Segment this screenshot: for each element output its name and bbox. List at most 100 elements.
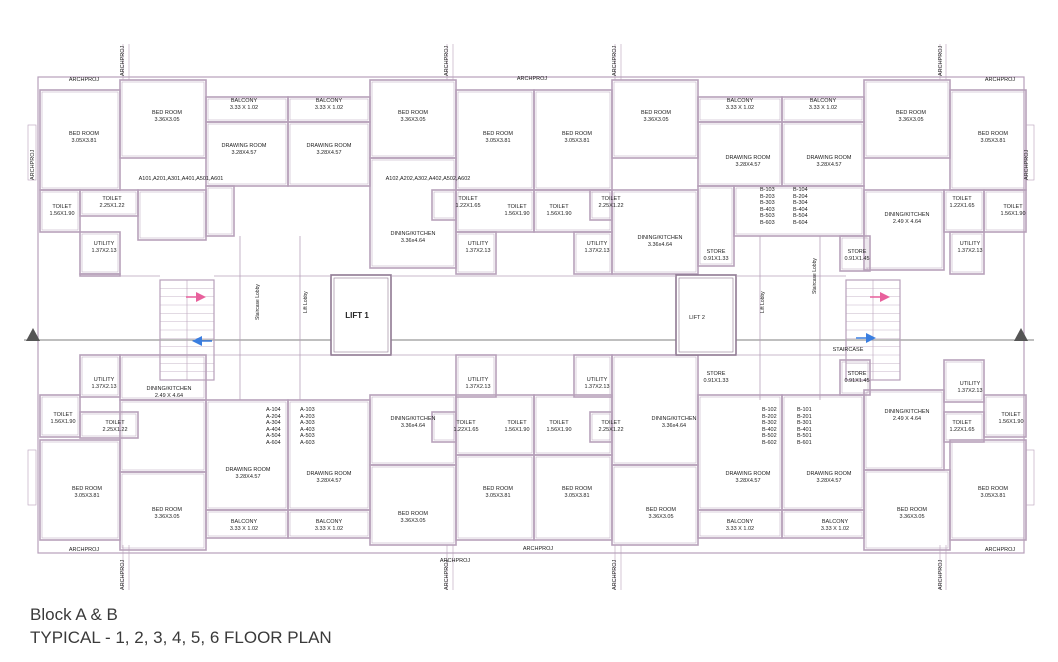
label-utility: UTILITY 1.37X2.13 [957, 381, 983, 394]
label-dining-kitchen: DINING/KITCHEN 3.36x4.64 [651, 416, 697, 429]
label-toilet: TOILET 1.56X1.90 [1000, 204, 1026, 217]
label-toilet: TOILET 1.22X1.65 [949, 196, 975, 209]
label-balcony: BALCONY 3.33 X 1.02 [314, 98, 344, 111]
label-toilet: TOILET 1.22X1.65 [455, 196, 481, 209]
room-wall [431, 411, 457, 443]
archproj-tag: ARCHPROJ [439, 558, 471, 564]
room-wall-inner [289, 98, 369, 121]
room-wall [205, 185, 235, 237]
label-drawing-room: DRAWING ROOM 3.28X4.57 [725, 471, 771, 484]
room-wall-inner [699, 187, 733, 265]
label-bed-room: BED ROOM 3.05X3.81 [72, 486, 102, 499]
room-wall-inner [865, 81, 949, 157]
label-dining-kitchen: DINING/KITCHEN 3.36x4.64 [390, 416, 436, 429]
room-wall-inner [41, 441, 119, 539]
room-wall-inner [121, 401, 205, 471]
room-wall-inner [783, 98, 863, 121]
label-balcony: BALCONY 3.33 X 1.02 [820, 519, 850, 532]
room-wall-inner [865, 471, 949, 549]
room-wall-inner [591, 191, 611, 219]
room-wall-inner [121, 356, 205, 399]
label-utility: UTILITY 1.37X2.13 [91, 241, 117, 254]
side-grid-post [1025, 124, 1035, 181]
room-wall-inner [81, 356, 119, 396]
room-wall-inner [41, 191, 79, 231]
label-lift-lobby-right: Lift Lobby [760, 291, 766, 313]
label-toilet: TOILET 1.56X1.90 [504, 420, 530, 433]
room-wall [455, 354, 497, 398]
label-dining-kitchen: DINING/KITCHEN 2.49 X 4.64 [884, 409, 930, 422]
room-wall-inner [613, 81, 697, 157]
room-wall-inner [783, 123, 863, 185]
room-wall-inner [41, 396, 79, 436]
label-toilet: TOILET 1.22X1.65 [949, 420, 975, 433]
room-wall-inner [81, 413, 137, 437]
archproj-vertical-tag: ARCHPROJ [444, 45, 450, 76]
label-drawing-room: DRAWING ROOM 3.28X4.57 [306, 143, 352, 156]
label-balcony: BALCONY 3.33 X 1.02 [725, 98, 755, 111]
label-staircase-lobby-left: Staircase Lobby [255, 284, 261, 320]
archproj-vertical-tag: ARCHPROJ [444, 559, 450, 590]
room-wall-inner [945, 191, 983, 231]
label-flats-a-top-left: A101,A201,A301,A401,A501,A601 [138, 176, 224, 182]
room-wall [369, 394, 457, 466]
label-bed-room: BED ROOM 3.36X3.05 [152, 110, 182, 123]
room-wall-inner [433, 413, 455, 441]
room-wall-inner [457, 91, 533, 189]
label-balcony: BALCONY 3.33 X 1.02 [229, 519, 259, 532]
label-toilet: TOILET 1.56X1.90 [50, 412, 76, 425]
label-drawing-room: DRAWING ROOM 3.28X4.57 [806, 155, 852, 168]
label-store: STORE 0.91X1.45 [844, 371, 870, 384]
room-wall-inner [457, 233, 495, 273]
archproj-tag: ARCHPROJ [68, 77, 100, 83]
label-toilet: TOILET 2.25X1.22 [99, 196, 125, 209]
room-wall-inner [699, 511, 781, 537]
floor-plan-drawing [24, 44, 1035, 590]
arrow-down-left [192, 336, 202, 346]
archproj-vertical-tag: ARCHPROJ [120, 45, 126, 76]
label-utility: UTILITY 1.37X2.13 [91, 377, 117, 390]
arrow-up-left [196, 292, 206, 302]
room-wall-inner [865, 191, 943, 269]
label-balcony: BALCONY 3.33 X 1.02 [725, 519, 755, 532]
label-bed-room: BED ROOM 3.05X3.81 [562, 131, 592, 144]
room-wall-inner [371, 466, 455, 544]
room-wall [839, 359, 871, 396]
label-flats-b-bottom-2: B-101 B-201 B-301 B-401 B-501 B-601 [797, 407, 812, 446]
label-drawing-room: DRAWING ROOM 3.28X4.57 [306, 471, 352, 484]
label-dining-kitchen: DINING/KITCHEN 2.49 X 4.64 [146, 386, 192, 399]
label-toilet: TOILET 1.56X1.90 [546, 420, 572, 433]
room-wall-inner [535, 456, 611, 539]
label-store: STORE 0.91X1.33 [703, 371, 729, 384]
archproj-vertical-tag: ARCHPROJ [1024, 149, 1030, 180]
room-wall-inner [783, 396, 863, 509]
room-wall-inner [865, 391, 943, 469]
room-wall-inner [207, 187, 233, 235]
room-wall-inner [951, 233, 983, 273]
label-flats-b-top-2: B-104 B-204 B-304 B-404 B-504 B-604 [793, 187, 808, 226]
room-wall-inner [613, 191, 697, 273]
label-utility: UTILITY 1.37X2.13 [957, 241, 983, 254]
plan-caption: Block A & B TYPICAL - 1, 2, 3, 4, 5, 6 F… [30, 603, 332, 649]
arrow-up-right [880, 292, 890, 302]
room-wall-inner [985, 191, 1025, 231]
label-utility: UTILITY 1.37X2.13 [465, 241, 491, 254]
room-wall [781, 394, 865, 511]
room-wall [573, 354, 613, 398]
room-wall [119, 471, 207, 551]
archproj-vertical-tag: ARCHPROJ [30, 149, 36, 180]
room-wall-inner [945, 361, 983, 401]
room-wall [863, 389, 945, 471]
label-dining-kitchen: DINING/KITCHEN 3.36x4.64 [637, 235, 683, 248]
label-toilet: TOILET 1.56X1.90 [49, 204, 75, 217]
room-wall-inner [783, 511, 863, 537]
label-staircase-lobby-right: Staircase Lobby [812, 258, 818, 294]
room-wall-inner [575, 356, 611, 396]
room-wall-inner [207, 511, 287, 537]
room-wall [455, 231, 497, 275]
label-bed-room: BED ROOM 3.36X3.05 [641, 110, 671, 123]
label-bed-room: BED ROOM 3.05X3.81 [69, 131, 99, 144]
arrow-down-right [866, 333, 876, 343]
archproj-tag: ARCHPROJ [68, 547, 100, 553]
label-flats-a-bottom-1: A-104 A-204 A-304 A-404 A-504 A-604 [266, 407, 281, 446]
